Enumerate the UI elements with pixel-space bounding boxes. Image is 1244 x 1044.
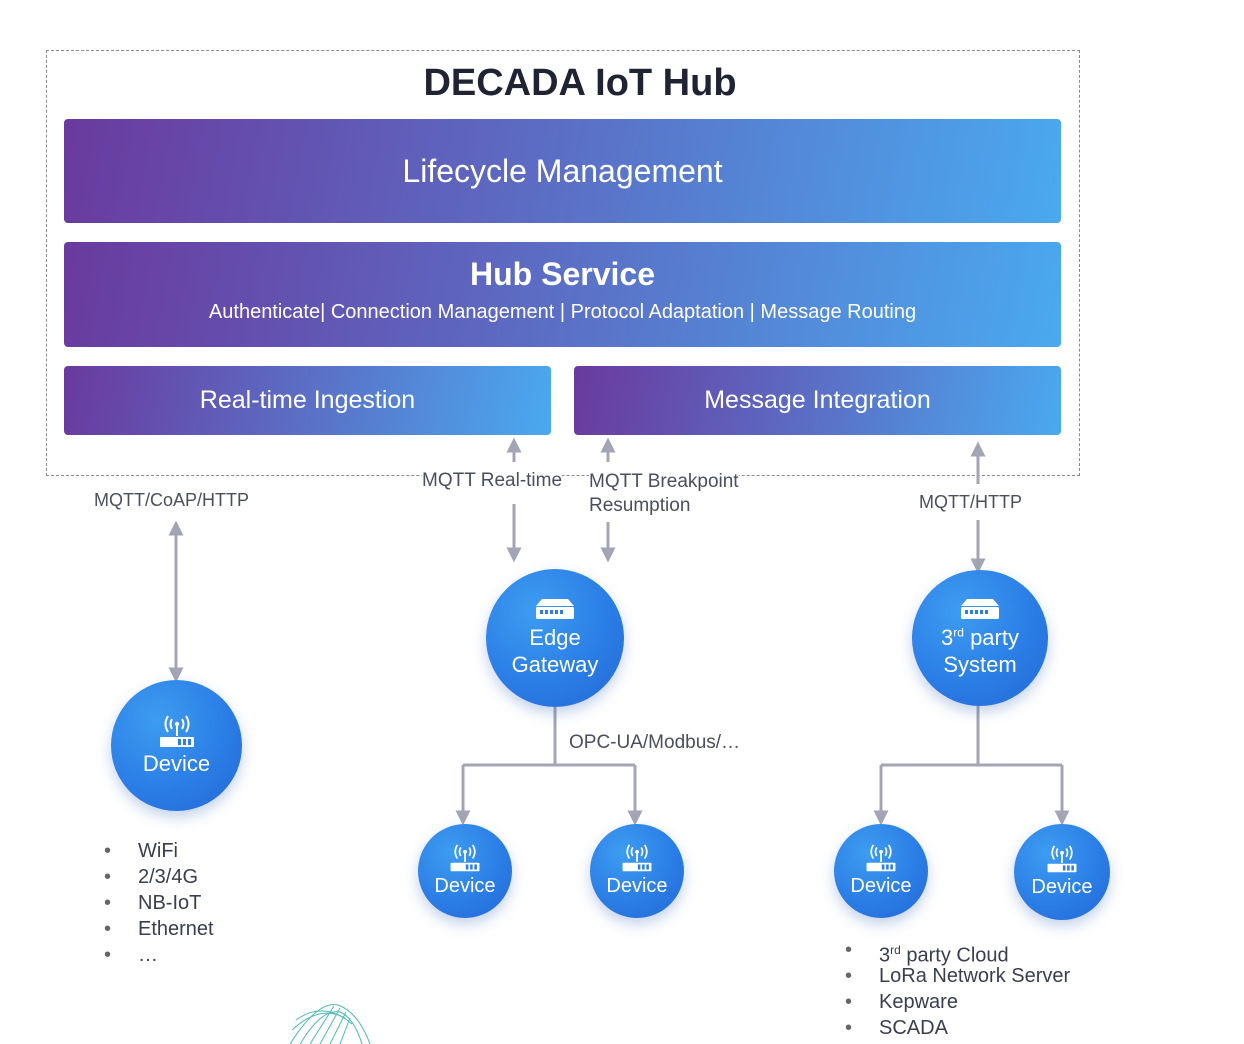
opc-modbus-label: OPC-UA/Modbus/… bbox=[569, 732, 741, 753]
edge-tree-lines bbox=[463, 706, 635, 767]
device-label: Device bbox=[142, 750, 211, 776]
device-node-direct: Device bbox=[111, 680, 242, 811]
edge-gateway-label-line2: Gateway bbox=[511, 652, 599, 677]
mqtt-http-label: MQTT/HTTP bbox=[919, 492, 1022, 513]
left-protocol-label: MQTT/CoAP/HTTP bbox=[94, 490, 250, 511]
lifecycle-management-block: Lifecycle Management bbox=[64, 119, 1061, 223]
decorative-logo bbox=[289, 1003, 371, 1044]
list-item-sup: rd bbox=[890, 943, 901, 957]
edge-gateway-label-line1: Edge bbox=[529, 624, 581, 650]
list-item: Kepware bbox=[845, 989, 1070, 1015]
third-party-system-node: 3rd party System bbox=[912, 570, 1048, 706]
device-node-third-2: Device bbox=[1014, 824, 1110, 920]
mqtt-realtime-label: MQTT Real-time bbox=[422, 470, 563, 492]
device-node-edge-1: Device bbox=[418, 824, 512, 918]
third-party-source-list: 3rd party Cloud LoRa Network Server Kepw… bbox=[845, 937, 1070, 1041]
message-integration-block: Message Integration bbox=[574, 366, 1061, 435]
connectivity-list: WiFi 2/3/4G NB-IoT Ethernet … bbox=[104, 838, 214, 968]
third-party-label-line2: System bbox=[943, 652, 1017, 677]
hub-service-functions: Authenticate| Connection Management | Pr… bbox=[208, 301, 917, 323]
device-label: Device bbox=[606, 875, 668, 897]
device-signal-icon bbox=[1047, 845, 1077, 873]
lifecycle-management-label: Lifecycle Management bbox=[402, 153, 723, 189]
hub-service-block: Hub Service Authenticate| Connection Man… bbox=[64, 242, 1061, 347]
device-signal-icon bbox=[866, 844, 896, 872]
list-item: 2/3/4G bbox=[104, 864, 214, 890]
device-signal-icon bbox=[450, 844, 480, 872]
left-protocol-text: MQTT/CoAP/HTTP bbox=[94, 490, 250, 510]
edge-gateway-node: Edge Gateway bbox=[486, 569, 624, 707]
device-label: Device bbox=[850, 875, 912, 897]
list-item: … bbox=[104, 942, 214, 968]
list-item: SCADA bbox=[845, 1015, 1070, 1041]
hub-service-title: Hub Service bbox=[470, 256, 655, 292]
device-label: Device bbox=[434, 875, 496, 897]
device-node-edge-2: Device bbox=[590, 824, 684, 918]
device-signal-icon bbox=[159, 715, 194, 747]
message-integration-label: Message Integration bbox=[704, 386, 931, 414]
diagram-title: DECADA IoT Hub bbox=[423, 62, 737, 104]
list-item: NB-IoT bbox=[104, 890, 214, 916]
list-item: WiFi bbox=[104, 838, 214, 864]
realtime-ingestion-block: Real-time Ingestion bbox=[64, 366, 551, 435]
device-signal-icon bbox=[622, 844, 652, 872]
mqtt-breakpoint-label: MQTT Breakpoint Resumption bbox=[589, 470, 739, 518]
list-item-text: party Cloud bbox=[906, 944, 1009, 967]
iot-hub-boundary bbox=[46, 50, 1080, 476]
third-party-tree-lines bbox=[881, 705, 1062, 767]
server-icon bbox=[961, 598, 999, 619]
gateway-icon bbox=[536, 598, 574, 619]
mqtt-breakpoint-line1: MQTT Breakpoint bbox=[589, 471, 739, 492]
mqtt-breakpoint-line2: Resumption bbox=[589, 495, 691, 516]
list-item: 3rd party Cloud bbox=[845, 937, 1070, 967]
device-node-third-1: Device bbox=[834, 824, 928, 918]
list-item: LoRa Network Server bbox=[845, 963, 1070, 989]
third-party-label-line1: 3rd party bbox=[941, 624, 1019, 650]
realtime-ingestion-label: Real-time Ingestion bbox=[199, 386, 416, 414]
third-party-sup: rd bbox=[953, 625, 964, 640]
list-item: Ethernet bbox=[104, 916, 214, 942]
device-label: Device bbox=[1031, 876, 1093, 898]
third-party-word: party bbox=[970, 624, 1019, 650]
